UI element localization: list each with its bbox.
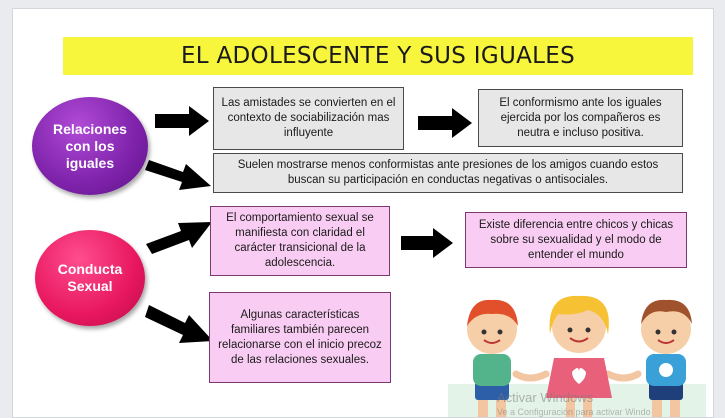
box-caracteristicas-text: Algunas características familiares tambi…	[218, 308, 382, 366]
box-diferencia-text: Existe diferencia entre chicos y chicas …	[478, 218, 674, 261]
windows-watermark-sub: Ve a Configuración para activar Windo	[497, 407, 651, 417]
node-relaciones-iguales: Relaciones con los iguales	[32, 97, 148, 195]
node-relaciones-label: Relaciones con los iguales	[53, 120, 127, 171]
arrow-conducta-to-caracteristicas-icon	[145, 305, 213, 343]
title-banner: EL ADOLESCENTE Y SUS IGUALES	[63, 37, 693, 75]
box-amistades: Las amistades se convierten en el contex…	[213, 87, 404, 150]
arrow-comportamiento-to-diferencia-icon	[401, 228, 453, 258]
kid-left	[467, 299, 518, 417]
box-conformistas: Suelen mostrarse menos conformistas ante…	[213, 153, 683, 193]
kid-right	[641, 299, 692, 417]
node-conducta-label: Conducta Sexual	[57, 261, 123, 294]
slide: EL ADOLESCENTE Y SUS IGUALES Relaciones …	[12, 8, 714, 418]
node-conducta-sexual: Conducta Sexual	[35, 230, 145, 326]
box-comportamiento: El comportamiento sexual se manifiesta c…	[210, 206, 390, 276]
box-comportamiento-text: El comportamiento sexual se manifiesta c…	[226, 212, 374, 269]
arrow-conducta-to-comportamiento-icon	[146, 222, 212, 254]
page-title: EL ADOLESCENTE Y SUS IGUALES	[180, 43, 576, 69]
box-caracteristicas: Algunas características familiares tambi…	[209, 292, 391, 383]
arrow-amistades-to-conformismo-icon	[418, 108, 472, 138]
kid-middle	[546, 295, 612, 417]
windows-watermark: Activar Windows	[497, 390, 594, 405]
box-conformistas-text: Suelen mostrarse menos conformistas ante…	[237, 159, 659, 186]
children-holding-hands-illustration	[448, 295, 706, 417]
box-conformismo: El conformismo ante los iguales ejercida…	[478, 89, 683, 147]
box-amistades-text: Las amistades se convierten en el contex…	[221, 97, 396, 139]
arrow-relaciones-to-conformistas-icon	[145, 160, 211, 190]
box-conformismo-text: El conformismo ante los iguales ejercida…	[499, 96, 662, 139]
box-diferencia: Existe diferencia entre chicos y chicas …	[465, 212, 687, 268]
arrow-relaciones-to-amistades-icon	[155, 106, 209, 136]
